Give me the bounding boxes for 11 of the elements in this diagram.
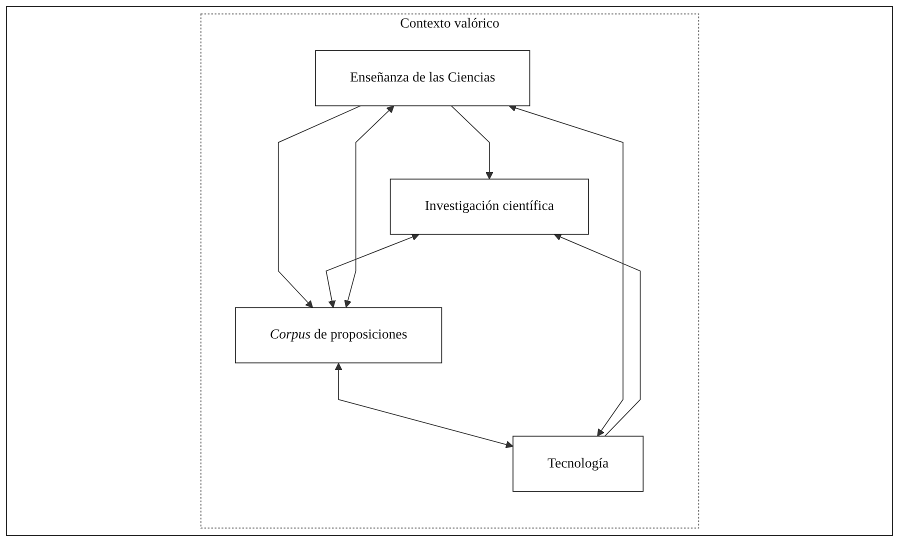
node-box: Enseñanza de las Ciencias — [314, 50, 530, 106]
arrow — [554, 234, 640, 437]
arrow — [508, 104, 624, 437]
node-box: Corpus de proposiciones — [234, 307, 442, 364]
arrow — [334, 362, 514, 448]
node-box: Investigación científica — [390, 178, 589, 235]
node-box: Tecnología — [512, 436, 644, 492]
arrow — [344, 105, 394, 308]
arrow — [450, 105, 493, 180]
arrow — [325, 233, 420, 308]
arrow — [278, 105, 361, 308]
